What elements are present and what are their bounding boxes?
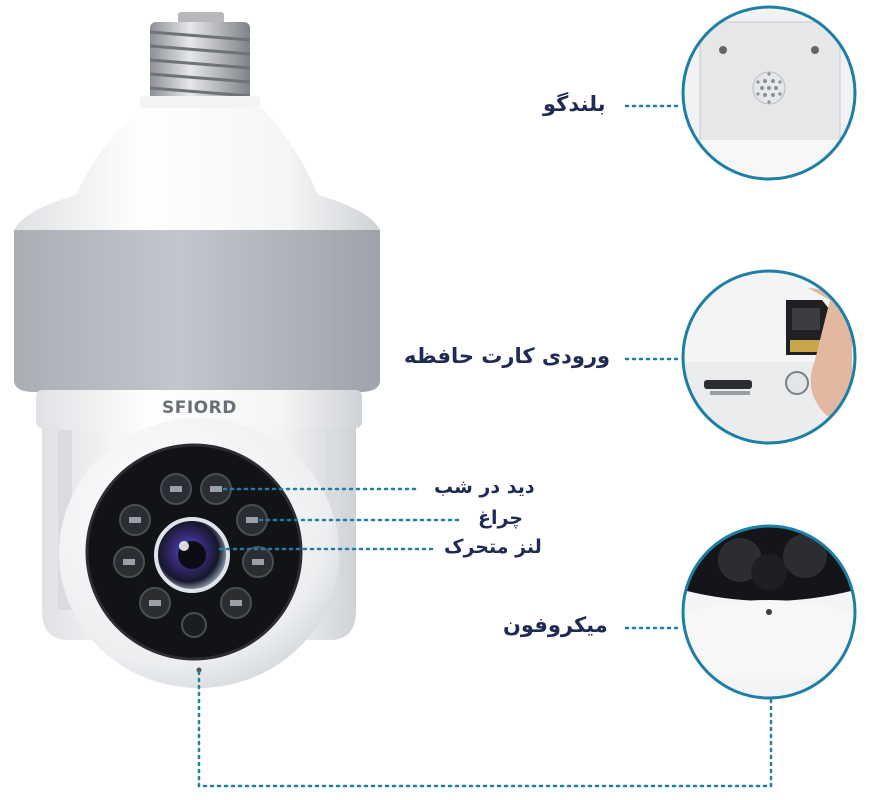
lamp-label: چراغ xyxy=(478,507,524,529)
memory-card-slot-label: ورودی کارت حافظه xyxy=(404,344,611,368)
speaker-detail-circle xyxy=(681,5,857,181)
microphone-label: میکروفون xyxy=(503,613,608,637)
brand-logo: SFIORD xyxy=(162,398,237,418)
camera-mic-hole xyxy=(196,667,202,673)
microphone-hole-icon xyxy=(766,609,772,615)
bulb-screw-base xyxy=(140,12,260,108)
night-vision-label: دید در شب xyxy=(434,476,535,498)
speaker-grille-icon xyxy=(752,71,786,105)
memory-card-detail-circle xyxy=(681,269,857,445)
leader-lines xyxy=(197,104,773,788)
speaker-label: بلندگو xyxy=(543,92,606,116)
sd-card-icon xyxy=(786,300,830,355)
microphone-detail-circle xyxy=(681,524,857,700)
bulb-upper-body xyxy=(14,108,380,230)
ir-led-ring xyxy=(113,473,274,638)
moving-lens-label: لنز متحرک xyxy=(444,536,542,558)
camera-product-image xyxy=(14,12,380,688)
bulb-collar xyxy=(36,390,362,428)
bulb-gray-band xyxy=(14,230,380,392)
